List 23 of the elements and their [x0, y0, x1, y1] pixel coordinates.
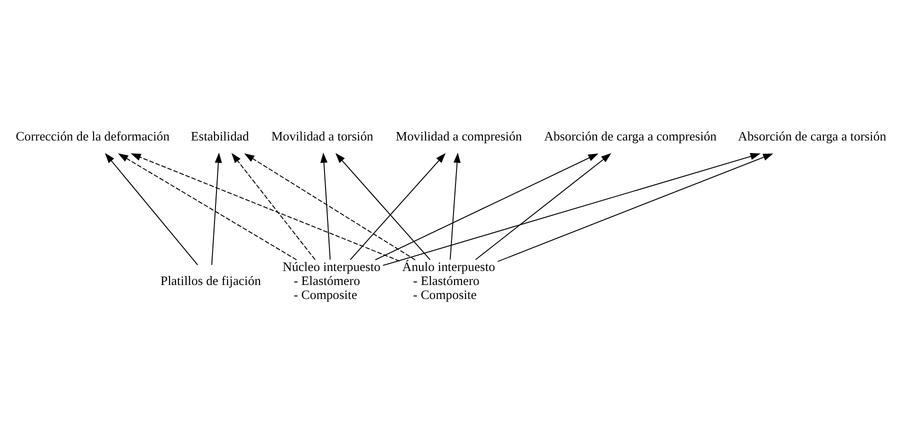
arrow — [374, 152, 598, 260]
arrow — [335, 152, 431, 260]
arrow — [244, 152, 416, 260]
arrow — [104, 152, 198, 265]
arrow — [130, 152, 400, 261]
arrow — [382, 152, 761, 266]
arrow — [350, 152, 446, 260]
arrow — [118, 152, 298, 260]
node-text: Movilidad a torsión — [271, 128, 374, 144]
node-text: Ánulo interpuesto - Elastómero - Composite — [402, 258, 496, 302]
arrow — [211, 152, 222, 265]
arrow — [450, 152, 461, 260]
arrow — [320, 152, 331, 260]
arrow — [475, 152, 612, 260]
node-text: Núcleo interpuesto - Elastómero - Composite — [282, 258, 380, 302]
node-text: Estabilidad — [190, 128, 249, 144]
node-text: Corrección de la deformación — [16, 128, 170, 144]
node-text: Absorción de carga a torsión — [738, 128, 886, 144]
node-text: Platillos de fijación — [160, 272, 261, 288]
arrow — [497, 152, 774, 262]
node-text: Absorción de carga a compresión — [544, 128, 717, 144]
arrow — [231, 152, 316, 260]
node-text: Movilidad a compresión — [396, 128, 522, 144]
